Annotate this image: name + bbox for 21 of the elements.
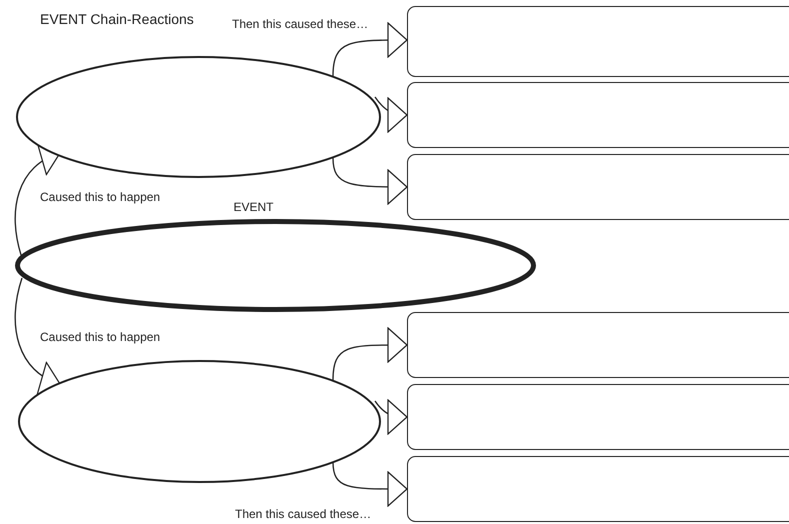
ellipse-shape [17, 359, 382, 484]
text-box [407, 6, 789, 77]
caption-text: Caused this to happen [40, 190, 160, 204]
heading-text: EVENT [232, 200, 274, 214]
ellipse-shape [15, 55, 382, 179]
curved-arrow [374, 96, 408, 132]
diagram-title: EVENT Chain-Reactions [40, 11, 194, 27]
curved-arrow [332, 158, 408, 205]
caption-text: Caused this to happen [40, 330, 160, 344]
text-box [407, 456, 789, 522]
curved-arrow [332, 22, 408, 76]
curved-arrow [14, 278, 61, 394]
text-box [407, 82, 789, 148]
caption-text: Then this caused these… [235, 507, 372, 521]
curved-arrow [332, 327, 408, 380]
caption-text: Then this caused these… [232, 17, 368, 31]
text-box [407, 384, 789, 450]
curved-arrow [332, 462, 408, 507]
text-box [407, 312, 789, 378]
curved-arrow [374, 399, 408, 435]
text-box [407, 154, 789, 220]
